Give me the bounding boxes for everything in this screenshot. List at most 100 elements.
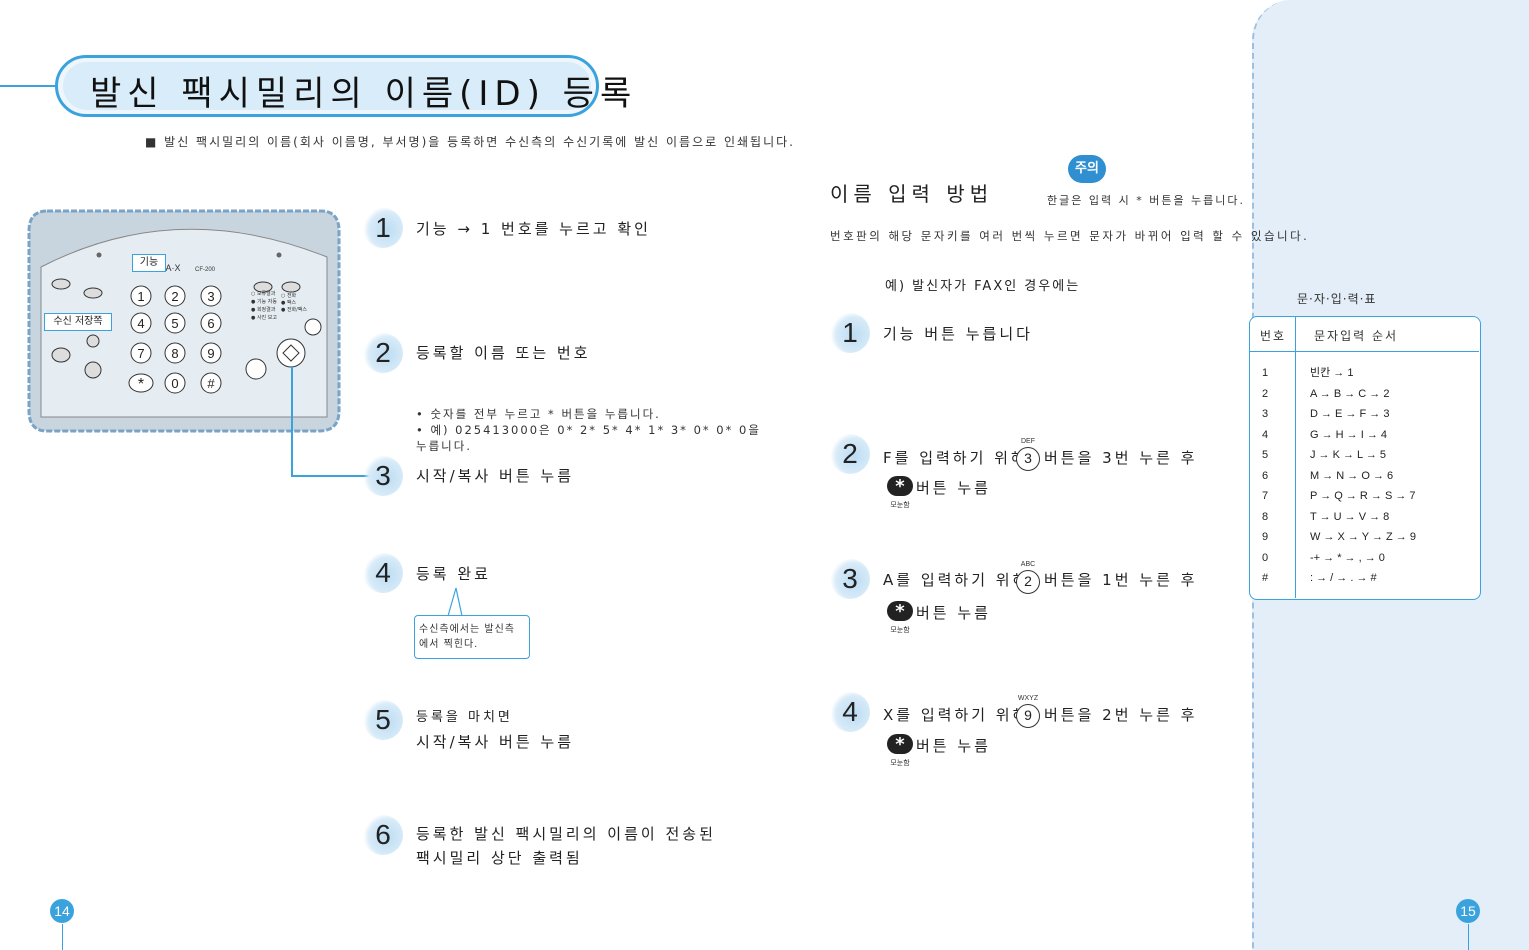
right-step-1-text: 기능 버튼 누릅니다	[883, 325, 1033, 343]
right-step-4-text-2: 버튼 누름	[916, 737, 991, 755]
key-3-icon: 3	[1016, 447, 1040, 471]
step-4-number: 4	[363, 553, 403, 593]
right-step-2-number: 2	[830, 434, 870, 474]
table-cell-number: 9	[1262, 531, 1269, 543]
step-5-number: 5	[363, 700, 403, 740]
table-cell-number: 1	[1262, 367, 1269, 379]
table-cell-number: 4	[1262, 428, 1269, 441]
svg-text:6: 6	[207, 316, 214, 331]
table-cell-order: P → Q → R → S → 7	[1310, 490, 1416, 502]
page-line-left	[62, 924, 63, 950]
table-cell-number: #	[1262, 572, 1269, 584]
right-step-3-text-2: 버튼 누름	[916, 604, 991, 622]
page-number-right: 15	[1456, 899, 1480, 923]
table-cell-order: A → B → C → 2	[1310, 387, 1390, 400]
right-step-2-text-2: 버튼 누름	[916, 479, 991, 497]
key-3-letters: DEF	[1021, 438, 1035, 445]
table-cell-order: : → / → . → #	[1310, 572, 1377, 584]
star-key-icon: *	[887, 734, 913, 755]
fax-model: CF-200	[195, 267, 216, 273]
svg-text:2: 2	[171, 289, 178, 304]
section-description: 번호판의 해당 문자키를 여러 번씩 누르면 문자가 바뀌어 입력 할 수 있습…	[830, 229, 1310, 243]
right-step-4-number: 4	[830, 692, 870, 732]
step-6-text: 등록한 발신 팩시밀리의 이름이 전송된	[416, 825, 716, 843]
key-2-icon: 2	[1016, 570, 1040, 594]
table-cell-number: 3	[1262, 408, 1269, 420]
table-heading: 문·자·입·력·표	[1297, 292, 1377, 306]
star-key-icon: *	[887, 476, 913, 497]
connector-horizontal	[291, 475, 371, 477]
svg-text:● 전화/팩스: ● 전화/팩스	[281, 306, 307, 313]
connector-vertical	[291, 366, 293, 476]
svg-text:○ 전화: ○ 전화	[281, 292, 297, 299]
table-cell-number: 2	[1262, 387, 1269, 400]
right-step-3-number: 3	[830, 559, 870, 599]
step-2-text: 등록할 이름 또는 번호	[416, 344, 591, 362]
svg-text:9: 9	[207, 346, 214, 361]
table-cell-order: G → H → I → 4	[1310, 428, 1388, 441]
right-step-3-after: 버튼을 1번 누른 후	[1044, 571, 1198, 589]
svg-text:0: 0	[171, 376, 178, 391]
step-6-text-2: 팩시밀리 상단 출력됨	[416, 849, 583, 867]
example-text: 예) 발신자가 FAX인 경우에는	[885, 279, 1081, 294]
caution-badge: 주의	[1068, 155, 1106, 183]
caution-text: 한글은 입력 시 * 버튼을 누릅니다.	[1047, 194, 1246, 207]
table-col-number: 번호	[1260, 329, 1287, 343]
intro-text: ■ 발신 팩시밀리의 이름(회사 이름명, 부서명)을 등록하면 수신측의 수신…	[145, 135, 795, 149]
step-2-note-1: • 숫자를 전부 누르고 * 버튼을 누릅니다.	[416, 407, 661, 421]
table-divider	[1295, 317, 1296, 598]
bubble-pointer	[447, 587, 463, 617]
svg-text:○ 보류결과: ○ 보류결과	[251, 290, 276, 297]
svg-text:5: 5	[171, 316, 178, 331]
right-step-2-text: F를 입력하기 위해	[883, 449, 1028, 467]
table-cell-order: T → U → V → 8	[1310, 510, 1390, 523]
fax-control-panel: F·A·X CF-200 1 2 3 4 5 6 7 8 9 * 0 # ○ 보…	[27, 209, 341, 433]
star-key-label: 모눈함	[890, 626, 910, 634]
page-line-right	[1468, 924, 1469, 950]
svg-text:● 회정결과: ● 회정결과	[251, 306, 276, 313]
step-2-number: 2	[363, 333, 403, 373]
right-step-3-text: A를 입력하기 위해	[883, 571, 1030, 589]
page-title: 발신 팩시밀리의 이름(ID) 등록	[90, 74, 638, 114]
right-step-2-after: 버튼을 3번 누른 후	[1044, 449, 1198, 467]
table-cell-number: 7	[1262, 490, 1269, 502]
svg-text:● 팩스: ● 팩스	[281, 299, 297, 306]
table-cell-order: W → X → Y → Z → 9	[1310, 531, 1416, 543]
step-5-text: 등록을 마치면	[416, 710, 513, 725]
table-col-order: 문자입력 순서	[1314, 329, 1399, 343]
note-bubble: 수신측에서는 발신측에서 찍힌다.	[414, 615, 530, 659]
step-1-number: 1	[363, 208, 403, 248]
key-9-icon: 9	[1016, 704, 1040, 728]
right-step-1-number: 1	[830, 313, 870, 353]
callout-function: 기능	[132, 254, 166, 272]
step-3-number: 3	[363, 456, 403, 496]
right-step-4-after: 버튼을 2번 누른 후	[1044, 706, 1198, 724]
step-2-note-3: 누릅니다.	[416, 439, 472, 453]
table-header-row	[1250, 317, 1479, 352]
svg-text:#: #	[207, 376, 215, 391]
step-3-text: 시작/복사 버튼 누름	[416, 467, 574, 485]
right-step-4-text: X를 입력하기 위해	[883, 706, 1030, 724]
title-frame-inner	[63, 62, 591, 110]
star-key-label: 모눈함	[890, 501, 910, 509]
fax-brand: F·A·X	[157, 263, 181, 273]
svg-text:1: 1	[137, 289, 144, 304]
svg-text:3: 3	[207, 289, 214, 304]
step-4-text: 등록 완료	[416, 565, 491, 583]
step-6-number: 6	[363, 815, 403, 855]
svg-text:8: 8	[171, 346, 178, 361]
title-connector-line	[0, 85, 56, 87]
step-1-text: 기능 → 1 번호를 누르고 확인	[416, 220, 651, 238]
step-5-text-2: 시작/복사 버튼 누름	[416, 733, 574, 751]
table-cell-order: D → E → F → 3	[1310, 408, 1390, 420]
table-cell-number: 8	[1262, 510, 1269, 523]
table-cell-number: 0	[1262, 551, 1269, 564]
star-key-icon: *	[887, 601, 913, 622]
table-cell-order: -+ → * → , → 0	[1310, 551, 1385, 564]
step-2-note-2: • 예) 025413000은 0* 2* 5* 4* 1* 3* 0* 0* …	[416, 423, 761, 437]
table-cell-number: 5	[1262, 449, 1269, 461]
svg-text:● 사진 보고: ● 사진 보고	[251, 314, 277, 321]
svg-text:● 기능 자동: ● 기능 자동	[251, 298, 277, 305]
svg-text:*: *	[138, 376, 144, 393]
